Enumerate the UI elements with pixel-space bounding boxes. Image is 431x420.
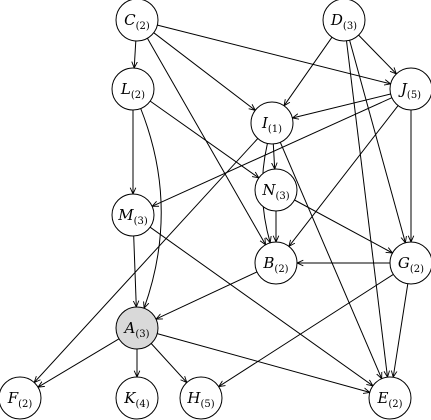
node-label: J(5): [398, 80, 421, 101]
node-circle: [250, 101, 294, 145]
node-name: D: [330, 11, 343, 29]
node-weight: (2): [136, 21, 150, 32]
node-circle: [322, 0, 366, 42]
node-b: B(2): [254, 241, 298, 285]
node-weight: (2): [388, 399, 402, 410]
node-weight: (3): [135, 329, 149, 340]
node-circle: [254, 168, 298, 212]
node-weight: (5): [407, 90, 421, 101]
edge-n-to-g: [294, 199, 393, 253]
edge-d-to-i: [284, 36, 333, 106]
edge-l-to-a: [140, 108, 162, 309]
node-l: L(2): [111, 67, 155, 111]
node-weight: (5): [200, 399, 214, 410]
node-label: F(2): [7, 389, 33, 410]
node-g: G(2): [389, 241, 431, 285]
node-j: J(5): [389, 67, 431, 111]
edge-j-to-m: [152, 97, 393, 207]
node-circle: [254, 241, 298, 285]
node-weight: (2): [131, 90, 145, 101]
node-name: J: [398, 80, 408, 98]
node-circle: [0, 376, 42, 420]
node-k: K(4): [115, 376, 159, 420]
node-name: A: [122, 319, 135, 337]
node-label: H(5): [186, 389, 214, 410]
node-name: C: [124, 11, 136, 29]
edge-g-to-h: [219, 273, 394, 386]
edge-d-to-j: [358, 34, 397, 74]
edge-g-to-e: [393, 283, 409, 377]
node-i: I(1): [250, 101, 294, 145]
node-name: H: [186, 389, 201, 407]
node-label: D(3): [330, 11, 357, 32]
node-a: A(3): [115, 306, 159, 350]
edge-l-to-n: [149, 100, 259, 178]
edge-j-to-b: [289, 105, 399, 247]
node-n: N(3): [254, 168, 298, 212]
node-name: N: [261, 181, 276, 199]
node-label: E(2): [376, 389, 402, 410]
node-label: C(2): [124, 11, 150, 32]
node-weight: (3): [134, 216, 148, 227]
node-c: C(2): [115, 0, 159, 42]
edge-c-to-i: [153, 32, 256, 111]
node-label: K(4): [123, 389, 149, 410]
node-circle: [179, 376, 223, 420]
node-circle: [115, 306, 159, 350]
node-f: F(2): [0, 376, 42, 420]
node-weight: (2): [410, 264, 424, 275]
node-label: N(3): [261, 181, 289, 202]
node-label: M(3): [117, 206, 148, 227]
edge-a-to-h: [150, 343, 187, 383]
edge-a-to-f: [38, 338, 120, 387]
node-label: B(2): [262, 254, 288, 275]
node-circle: [368, 376, 412, 420]
edge-m-to-e: [149, 226, 373, 386]
node-circle: [115, 376, 159, 420]
node-weight: (3): [275, 191, 289, 202]
edge-d-to-g: [349, 40, 406, 243]
node-name: I: [261, 114, 269, 132]
edge-layer: [34, 24, 411, 393]
edge-i-to-f: [34, 138, 259, 383]
node-m: M(3): [111, 193, 155, 237]
node-circle: [115, 0, 159, 42]
edge-b-to-a: [156, 271, 258, 319]
edge-i-to-n: [273, 143, 274, 169]
node-e: E(2): [368, 376, 412, 420]
node-label: I(1): [261, 114, 282, 135]
edge-c-to-l: [134, 40, 136, 68]
node-d: D(3): [322, 0, 366, 42]
node-circle: [389, 241, 431, 285]
node-label: L(2): [120, 80, 145, 101]
edge-m-to-a: [134, 235, 137, 307]
node-h: H(5): [179, 376, 223, 420]
node-circle: [389, 67, 431, 111]
edge-c-to-j: [157, 24, 390, 84]
node-label: G(2): [398, 254, 424, 275]
node-label: A(3): [122, 319, 149, 340]
node-name: E: [376, 389, 388, 407]
node-weight: (2): [18, 399, 32, 410]
node-name: F: [7, 389, 19, 407]
node-weight: (4): [136, 399, 150, 410]
edge-j-to-i: [292, 93, 391, 118]
edge-a-to-e: [157, 333, 370, 393]
node-name: M: [117, 206, 134, 224]
edge-d-to-e: [346, 40, 388, 377]
node-circle: [111, 67, 155, 111]
node-circle: [111, 193, 155, 237]
node-weight: (2): [274, 264, 288, 275]
node-name: B: [262, 254, 274, 272]
node-name: K: [123, 389, 136, 407]
node-name: G: [398, 254, 410, 272]
edge-i-to-e: [279, 142, 381, 378]
node-weight: (1): [268, 124, 282, 135]
node-name: L: [120, 80, 131, 98]
node-weight: (3): [343, 21, 357, 32]
